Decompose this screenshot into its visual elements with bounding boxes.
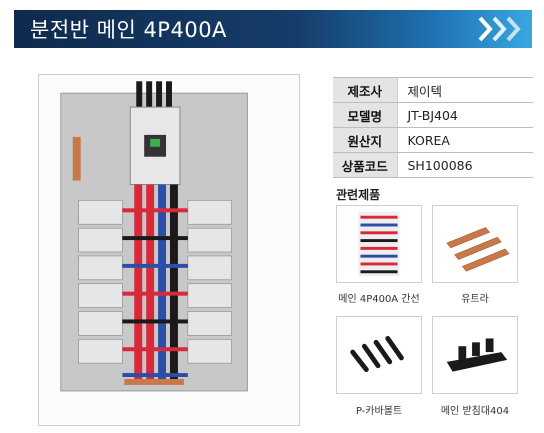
spec-value: KOREA bbox=[396, 127, 533, 153]
page-title: 분전반 메인 4P400A bbox=[30, 18, 227, 42]
product-photo bbox=[38, 74, 300, 426]
spec-value: SH100086 bbox=[396, 152, 533, 178]
spec-value: JT-BJ404 bbox=[396, 102, 533, 128]
spec-label: 상품코드 bbox=[333, 152, 397, 178]
busbar-assembly-icon bbox=[358, 211, 400, 277]
related-products-title: 관련제품 bbox=[336, 188, 381, 202]
related-item-label[interactable]: 유트라 bbox=[461, 294, 489, 305]
spec-value: 제이텍 bbox=[396, 77, 533, 103]
related-item-cover-bolt[interactable] bbox=[336, 316, 422, 394]
copper-bar-icon bbox=[446, 227, 510, 272]
chevron-right-icon bbox=[478, 16, 521, 42]
cover-bolt-icon bbox=[350, 336, 404, 373]
page-header: 분전반 메인 4P400A bbox=[14, 10, 532, 48]
related-item-busbar-assembly[interactable] bbox=[336, 205, 422, 283]
spec-label: 제조사 bbox=[333, 77, 397, 103]
related-item-label[interactable]: 메인 4P400A 간선 bbox=[338, 294, 420, 305]
related-item-main-support[interactable] bbox=[432, 316, 518, 394]
distribution-panel-image bbox=[39, 75, 299, 425]
spec-row-origin: 원산지 KOREA bbox=[333, 127, 533, 153]
spec-row-product-code: 상품코드 SH100086 bbox=[333, 152, 533, 178]
related-item-label[interactable]: 메인 받침대404 bbox=[440, 406, 510, 417]
spec-row-manufacturer: 제조사 제이텍 bbox=[333, 77, 533, 103]
spec-row-model: 모델명 JT-BJ404 bbox=[333, 102, 533, 128]
related-item-copper-bar[interactable] bbox=[432, 205, 518, 283]
spec-table: 제조사 제이텍 모델명 JT-BJ404 원산지 KOREA 상품코드 SH10… bbox=[333, 77, 533, 178]
related-item-label[interactable]: P-카바볼트 bbox=[355, 406, 403, 417]
main-support-icon bbox=[446, 338, 508, 372]
spec-label: 원산지 bbox=[333, 127, 397, 153]
spec-label: 모델명 bbox=[333, 102, 397, 128]
